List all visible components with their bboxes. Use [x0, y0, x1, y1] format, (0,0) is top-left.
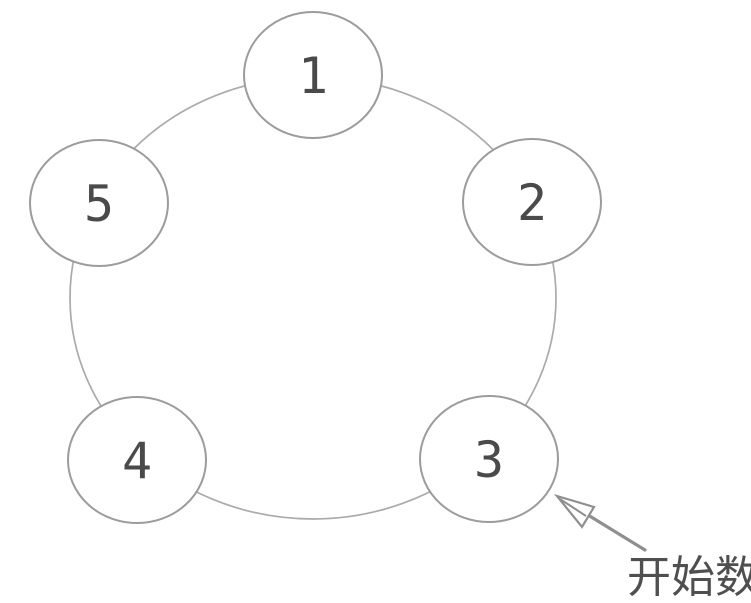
node-1-shape [243, 11, 383, 139]
arrow-shaft [586, 513, 647, 552]
annotation-label: 开始数 [627, 552, 751, 603]
node-5-shape [29, 139, 169, 267]
arrow-head-inner-line [559, 498, 587, 517]
node-circle-4: 4 [67, 396, 207, 524]
start-annotation: 开始数 [553, 493, 751, 603]
node-5-label: 5 [84, 175, 114, 233]
node-circle-3: 3 [419, 395, 559, 523]
node-4-label: 4 [122, 432, 152, 490]
node-circle-1: 1 [243, 11, 383, 139]
node-circle-5: 5 [29, 139, 169, 267]
node-2-label: 2 [517, 174, 547, 232]
node-2-shape [462, 138, 602, 266]
node-3-label: 3 [474, 431, 504, 489]
node-3-shape [419, 395, 559, 523]
node-4-shape [67, 396, 207, 524]
node-circle-2: 2 [462, 138, 602, 266]
node-1-label: 1 [298, 47, 328, 105]
